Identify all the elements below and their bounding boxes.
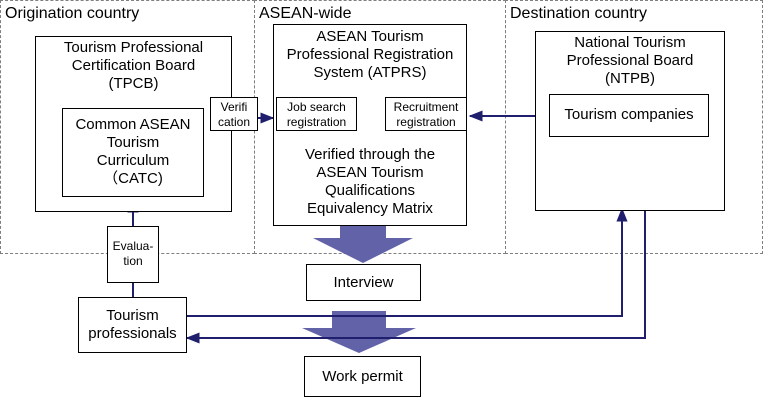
ntpb-label: National Tourism Professional Board (NTP… — [566, 34, 694, 87]
tourism-companies-box: Tourism companies — [549, 94, 709, 137]
job-search-registration-label: Job search registration — [286, 100, 347, 129]
work-permit-box: Work permit — [304, 356, 421, 397]
professionals-to-ntpb-arrow — [186, 207, 628, 317]
origination-country-title: Origination country — [5, 5, 140, 22]
interview-label: Interview — [333, 274, 394, 291]
tourism-professionals-label: Tourism professionals — [88, 307, 177, 342]
work-permit-label: Work permit — [322, 368, 403, 385]
verification-label: Verifi cation — [217, 100, 251, 129]
evaluation-label: Evalua- tion — [112, 239, 154, 268]
recruitment-registration-box: Recruitment registration — [385, 97, 467, 131]
recruitment-registration-label: Recruitment registration — [393, 100, 459, 129]
destination-country-title: Destination country — [510, 5, 647, 22]
ntpb-to-professionals-arrow — [185, 209, 646, 344]
tourism-companies-label: Tourism companies — [564, 106, 694, 123]
evaluation-label-box: Evalua- tion — [107, 226, 159, 283]
interview-arrow — [313, 225, 413, 263]
catc-label: Common ASEAN Tourism Curriculum （CATC) — [75, 116, 191, 187]
tourism-professionals-box: Tourism professionals — [78, 297, 187, 353]
catc-box: Common ASEAN Tourism Curriculum （CATC) — [62, 108, 204, 197]
verification-label-box: Verifi cation — [210, 97, 258, 131]
job-search-registration-box: Job search registration — [276, 97, 357, 131]
atprs-title: ASEAN Tourism Professional Registration … — [286, 28, 454, 81]
verified-matrix-label: Verified through the ASEAN Tourism Quali… — [304, 146, 436, 217]
tpcb-label: Tourism Professional Certification Board… — [63, 39, 204, 92]
work-permit-arrow — [302, 311, 416, 353]
interview-box: Interview — [306, 264, 421, 301]
asean-wide-title: ASEAN-wide — [259, 5, 352, 22]
atprs-box: ASEAN Tourism Professional Registration … — [273, 24, 467, 226]
